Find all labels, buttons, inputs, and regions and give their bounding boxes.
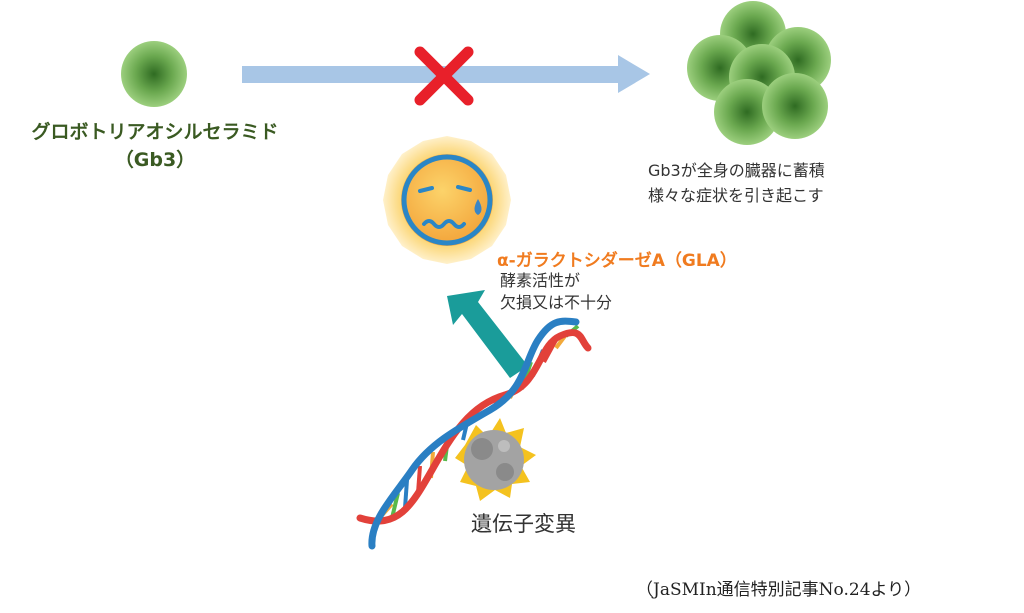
gb3-molecule (121, 41, 187, 107)
gene-mutation-label: 遺伝子変異 (471, 512, 576, 536)
cross-icon (414, 46, 474, 106)
accumulation-line2: 様々な症状を引き起こす (648, 186, 824, 205)
accumulation-caption: Gb3が全身の臓器に蓄積 様々な症状を引き起こす (648, 158, 825, 208)
enzyme-status: 酵素活性が 欠損又は不十分 (500, 270, 612, 314)
mutation-blob-icon (455, 418, 536, 501)
gb3-accumulation-cluster (687, 1, 831, 145)
sweat-drop-icon (474, 199, 482, 215)
gb3-name-line1: グロボトリアオシルセラミド (31, 121, 279, 143)
enzyme-icon (383, 136, 511, 264)
accumulation-line1: Gb3が全身の臓器に蓄積 (648, 161, 825, 180)
worried-face-icon (418, 185, 472, 229)
enzyme-name: α-ガラクトシダーゼA（GLA） (497, 251, 737, 271)
dna-helix-icon (356, 317, 592, 550)
mutation-to-enzyme-arrow (447, 290, 528, 378)
enzyme-status-line1: 酵素活性が (500, 271, 581, 290)
gb3-label: グロボトリアオシルセラミド （Gb3） (0, 118, 310, 174)
source-citation: （JaSMIn通信特別記事No.24より） (636, 580, 922, 600)
blocked-arrow (242, 55, 650, 93)
gb3-name-line2: （Gb3） (114, 149, 196, 171)
enzyme-status-line2: 欠損又は不十分 (500, 293, 613, 312)
